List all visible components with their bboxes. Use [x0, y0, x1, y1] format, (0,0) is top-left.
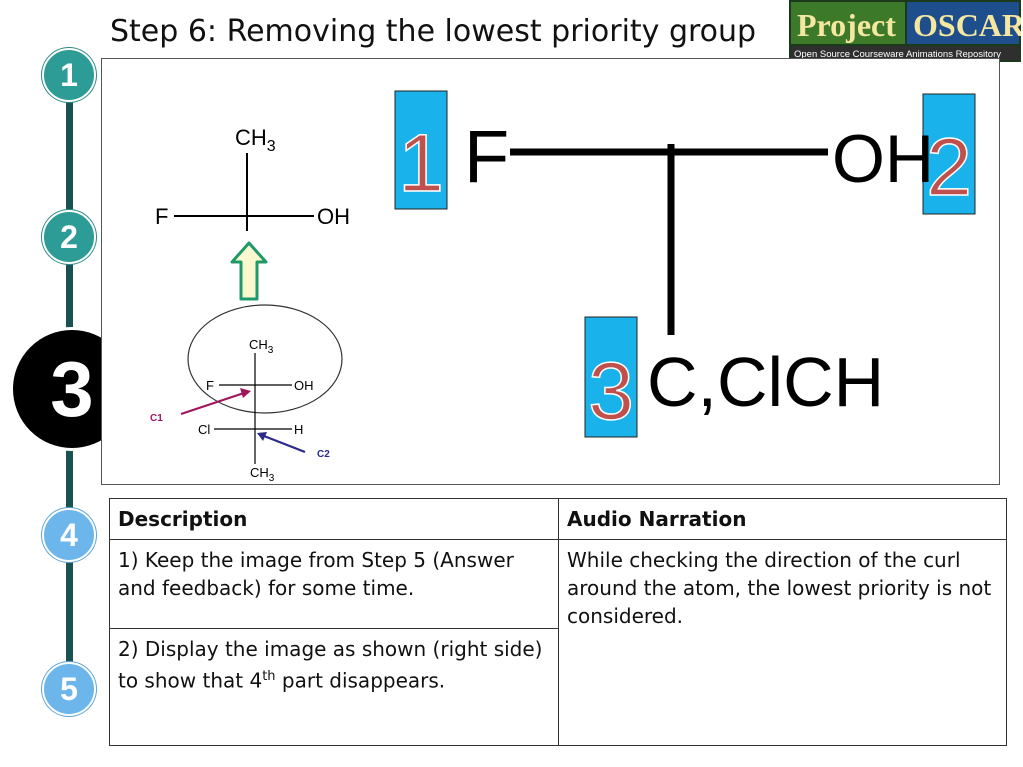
c1-arrow-icon — [180, 391, 245, 416]
fischer-oh-label: OH — [294, 378, 314, 393]
fischer-projection: CH3 F OH Cl H CH3 C1 C2 — [150, 304, 343, 484]
audio-narration-header: Audio Narration — [558, 498, 1007, 540]
description-step-1: 1) Keep the image from Step 5 (Answer an… — [109, 539, 559, 629]
molecule-f-label: F — [155, 204, 168, 229]
project-oscar-logo: Project OSCAR Open Source Courseware Ani… — [789, 0, 1021, 62]
page-title: Step 6: Removing the lowest priority gro… — [110, 14, 757, 49]
c2-arrow-icon — [263, 434, 306, 454]
audio-narration-text: While checking the direction of the curl… — [558, 539, 1007, 746]
description-header: Description — [109, 498, 559, 540]
molecule-diagram: CH3 F OH — [155, 125, 350, 231]
big-oh-label: OH — [832, 121, 934, 197]
priority-2-digit: 2 — [926, 122, 972, 213]
diagram-panel: CH3 F OH CH3 F OH Cl H CH3 C1 C2 — [101, 58, 1000, 485]
fischer-top-label: CH — [249, 337, 268, 352]
step-5-marker[interactable]: 5 — [42, 662, 96, 716]
molecule-ch3-label: CH — [235, 125, 267, 150]
step-2-marker[interactable]: 2 — [42, 210, 96, 264]
step-1-marker[interactable]: 1 — [42, 48, 96, 102]
fischer-f-label: F — [206, 378, 214, 393]
up-arrow-icon — [230, 241, 268, 301]
logo-project-text: Project — [797, 7, 896, 43]
big-f-label: F — [464, 115, 509, 198]
svg-text:CH3: CH3 — [235, 125, 276, 155]
description-step-2: 2) Display the image as shown (right sid… — [109, 628, 559, 746]
logo-oscar-text: OSCAR — [913, 7, 1021, 43]
priority-1-digit: 1 — [398, 118, 444, 209]
fischer-h-label: H — [294, 422, 303, 437]
large-stereocenter-diagram: 1 2 3 F OH C,ClCH — [394, 90, 976, 438]
priority-2-box — [922, 93, 976, 215]
logo-tagline: Open Source Courseware Animations Reposi… — [794, 49, 1001, 60]
big-bottom-label: C,ClCH — [647, 343, 884, 421]
fischer-cl-label: Cl — [198, 422, 210, 437]
molecule-oh-label: OH — [317, 204, 350, 229]
c2-label: C2 — [317, 449, 330, 460]
priority-1-box — [394, 90, 448, 210]
storyboard-table: Description Audio Narration 1) Keep the … — [109, 498, 1007, 746]
molecule-ch3-sub: 3 — [267, 138, 276, 155]
svg-text:CH3: CH3 — [250, 465, 275, 484]
c1-label: C1 — [150, 413, 163, 424]
priority-3-digit: 3 — [588, 346, 634, 437]
fischer-bottom-label: CH — [250, 465, 269, 480]
svg-text:CH3: CH3 — [249, 337, 274, 356]
step-4-marker[interactable]: 4 — [42, 508, 96, 562]
priority-3-box — [584, 316, 638, 438]
